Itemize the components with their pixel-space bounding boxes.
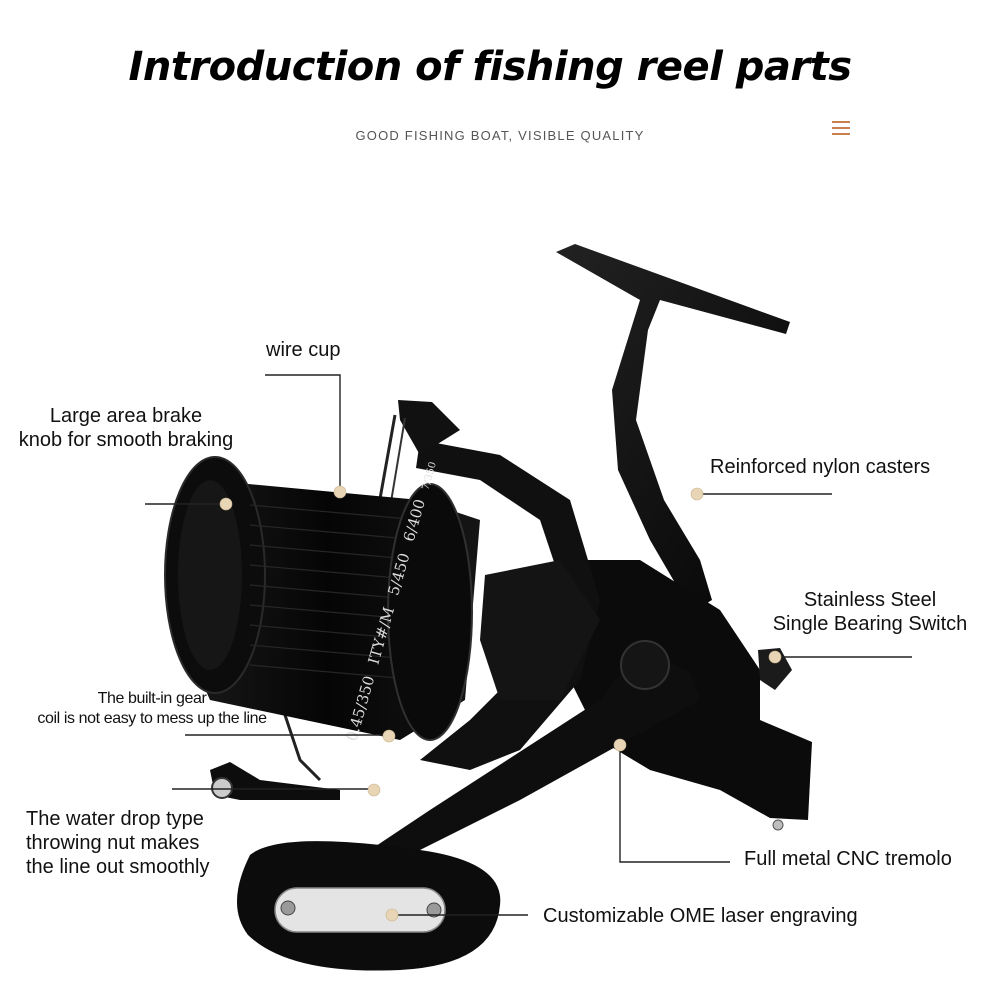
marker-laser-engraving: [385, 908, 399, 922]
label-wire-cup: wire cup: [266, 339, 341, 361]
marker-gear-coil: [382, 729, 396, 743]
marker-brake-knob: [219, 497, 233, 511]
label-brake-knob: Large area brake knob for smooth braking: [18, 405, 234, 451]
leader-wire-cup: [265, 374, 341, 492]
engraving-plate: [274, 887, 446, 933]
reel-foot: [556, 244, 790, 612]
page-title: Introduction of fishing reel parts: [128, 44, 852, 90]
label-bearing-switch: Stainless Steel Single Bearing Switch: [772, 589, 968, 635]
crank-arm: [370, 650, 700, 870]
marker-casters: [690, 487, 704, 501]
label-throwing-nut: The water drop type throwing nut makes t…: [26, 808, 210, 878]
spool-lip: [387, 483, 473, 741]
label-gear-coil: The built-in gear coil is not easy to me…: [37, 690, 267, 727]
bearing-switch: [758, 648, 792, 690]
label-casters: Reinforced nylon casters: [710, 456, 931, 478]
marker-cnc-tremolo: [613, 738, 627, 752]
bail-wire: [398, 400, 460, 455]
marker-throwing-nut: [367, 783, 381, 797]
marker-bearing-switch: [768, 650, 782, 664]
marker-wire-cup: [333, 485, 347, 499]
label-cnc-tremolo: Full metal CNC tremolo: [744, 848, 952, 870]
label-laser-engraving: Customizable OME laser engraving: [543, 905, 858, 927]
leader-cnc-tremolo: [619, 745, 730, 863]
hamburger-menu-icon[interactable]: [832, 120, 850, 136]
throwing-nut: [211, 777, 233, 799]
page-subtitle: GOOD FISHING BOAT, VISIBLE QUALITY: [355, 128, 645, 143]
